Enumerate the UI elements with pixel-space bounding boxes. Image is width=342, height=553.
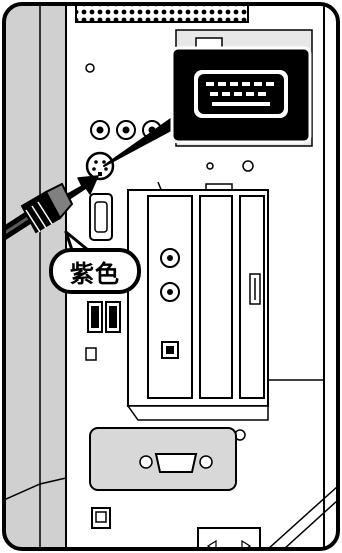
color-label-text: 紫色 xyxy=(70,259,120,288)
vent-grille xyxy=(75,4,249,23)
lan-port xyxy=(91,507,111,529)
keyboard-icon xyxy=(194,70,288,118)
serial-port xyxy=(89,193,113,241)
screw-hole xyxy=(85,63,95,73)
vga-port xyxy=(89,427,237,491)
ps2-plug xyxy=(4,182,74,243)
ps2-keyboard-port xyxy=(85,151,115,181)
usb-ports xyxy=(87,301,121,333)
expansion-slots xyxy=(126,189,269,421)
keyboard-badge xyxy=(170,46,312,144)
color-label-callout: 紫色 xyxy=(49,248,141,294)
